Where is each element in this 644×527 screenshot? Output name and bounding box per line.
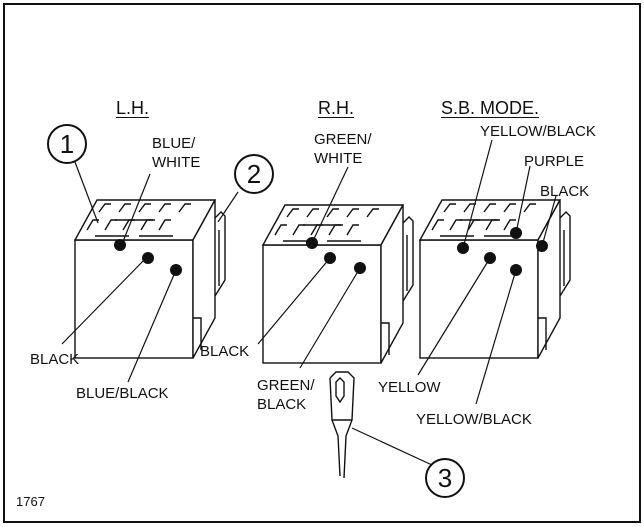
- label-lh-blue-black: BLUE/BLACK: [76, 385, 169, 402]
- header-sb-mode: S.B. MODE.: [441, 98, 540, 118]
- header-rh: R.H.: [318, 98, 354, 118]
- connector-lh: [74, 199, 226, 359]
- figure-number: 1767: [16, 494, 45, 509]
- header-lh: L.H.: [116, 98, 150, 118]
- label-sb-purple: PURPLE: [524, 153, 585, 170]
- label-lh-blue-white: BLUE/ WHITE: [152, 135, 201, 171]
- label-sb-yellow-black-top: YELLOW/BLACK: [480, 123, 596, 140]
- leader-lines: [61, 139, 557, 466]
- figure-frame: [3, 3, 641, 523]
- label-sb-yellow: YELLOW: [378, 379, 441, 396]
- callout-2: 2: [234, 154, 274, 194]
- label-rh-black: BLACK: [200, 343, 250, 360]
- label-lh-black: BLACK: [30, 351, 80, 368]
- label-sb-yellow-black-bottom: YELLOW/BLACK: [416, 411, 532, 428]
- connector-rh: [262, 204, 414, 364]
- spade-terminal: [329, 371, 355, 479]
- label-rh-green-black: GREEN/ BLACK: [257, 377, 315, 413]
- callout-1: 1: [47, 124, 87, 164]
- callout-3: 3: [425, 458, 465, 498]
- label-sb-black: BLACK: [540, 183, 590, 200]
- label-rh-green-white: GREEN/ WHITE: [314, 131, 372, 167]
